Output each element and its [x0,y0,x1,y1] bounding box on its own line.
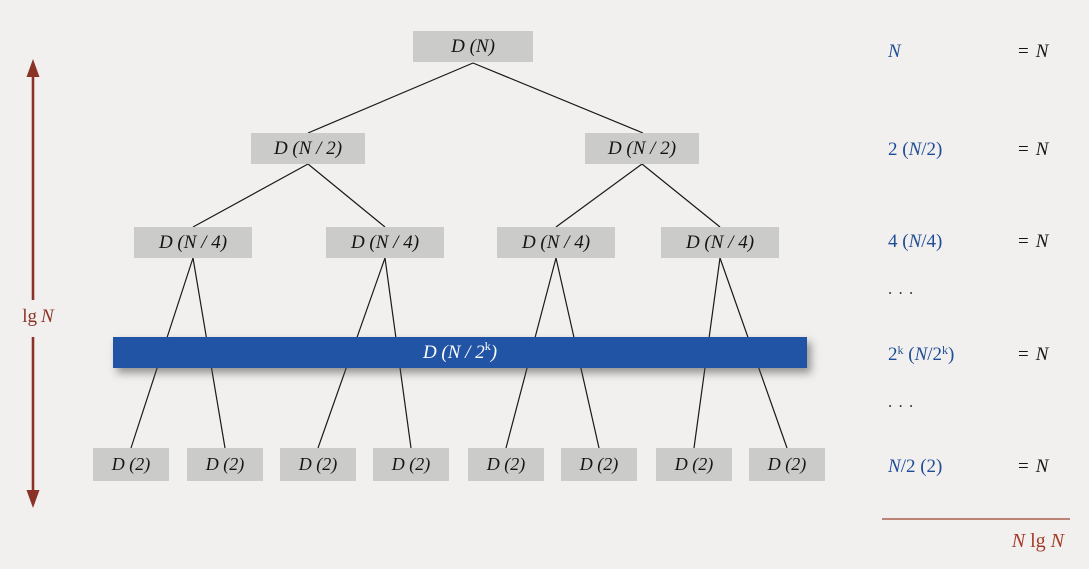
bar-label-superscript: k [484,339,491,353]
cost-result: N [1035,456,1049,477]
tree-leaf-7: D (2) [656,448,732,481]
tree-node-level3-2: D (N / 4) [326,227,444,258]
equals-sign: = [1018,41,1029,62]
tree-leaf-5: D (2) [468,448,544,481]
cost-expr-n: N [908,231,922,252]
lg-n-text: N [41,306,54,327]
tree-node-level3-1: D (N / 4) [134,227,252,258]
cost-row-level0: N = N [888,39,1084,65]
cost-row-leaves: N/2 (2) = N [888,454,1084,480]
tree-node-root: D (N) [413,31,533,62]
bar-label: D (N / 2 [422,341,485,363]
cost-expr-div: /2 [927,344,943,365]
total-n2: N [1050,530,1064,552]
cost-expr-n: N [908,139,922,160]
cost-expr-sup2: k [942,343,949,357]
cost-expr-sup: k [897,343,904,357]
cost-result: N [1035,231,1049,252]
equals-sign: = [1018,231,1029,252]
lg-text: lg [22,306,38,327]
cost-expr-close: /2) [921,139,943,160]
cost-expr-n: N [914,344,928,365]
cost-result: N [1035,344,1049,365]
ellipsis-lower: . . . [888,392,915,411]
tree-node-level3-4: D (N / 4) [661,227,779,258]
height-arrow [26,59,40,508]
cost-expr: N [888,41,901,62]
cost-row-level1: 2 (N/2) =N [888,137,1084,163]
arrowhead-down-icon [26,490,40,508]
equals-sign: = [1018,344,1029,365]
tree-leaf-2: D (2) [187,448,263,481]
cost-row-level-k: 2k (N/2k) =N [888,342,1084,368]
tree-leaf-3: D (2) [280,448,356,481]
total-n1: N [1011,530,1026,552]
tree-leaf-6: D (2) [561,448,637,481]
tree-leaf-8: D (2) [749,448,825,481]
tree-node-level3-3: D (N / 4) [497,227,615,258]
cost-expr-n: N [888,456,901,477]
tree-leaf-4: D (2) [373,448,449,481]
cost-expr-open: ( [903,344,915,365]
tree-node-level2-left: D (N / 2) [251,133,365,164]
equals-sign: = [1018,139,1029,160]
tree-leaf-1: D (2) [93,448,169,481]
equals-sign: = [1018,456,1029,477]
cost-expr-close: ) [948,344,955,365]
ellipsis-upper: . . . [888,279,915,298]
arrowhead-up-icon [26,59,40,77]
cost-row-level2: 4 (N/4) =N [888,229,1084,255]
bar-label-close: ) [490,341,498,363]
cost-expr: 2 ( [888,139,909,160]
cost-result: N [1035,139,1049,160]
tree-node-level2-right: D (N / 2) [585,133,699,164]
total-lg: lg [1030,530,1046,552]
cost-expr: /2 (2) [900,456,943,477]
cost-expr: 4 ( [888,231,909,252]
cost-result: N [1035,41,1049,62]
cost-expr: 2 [888,344,898,365]
cost-expr-close: /4) [921,231,943,252]
